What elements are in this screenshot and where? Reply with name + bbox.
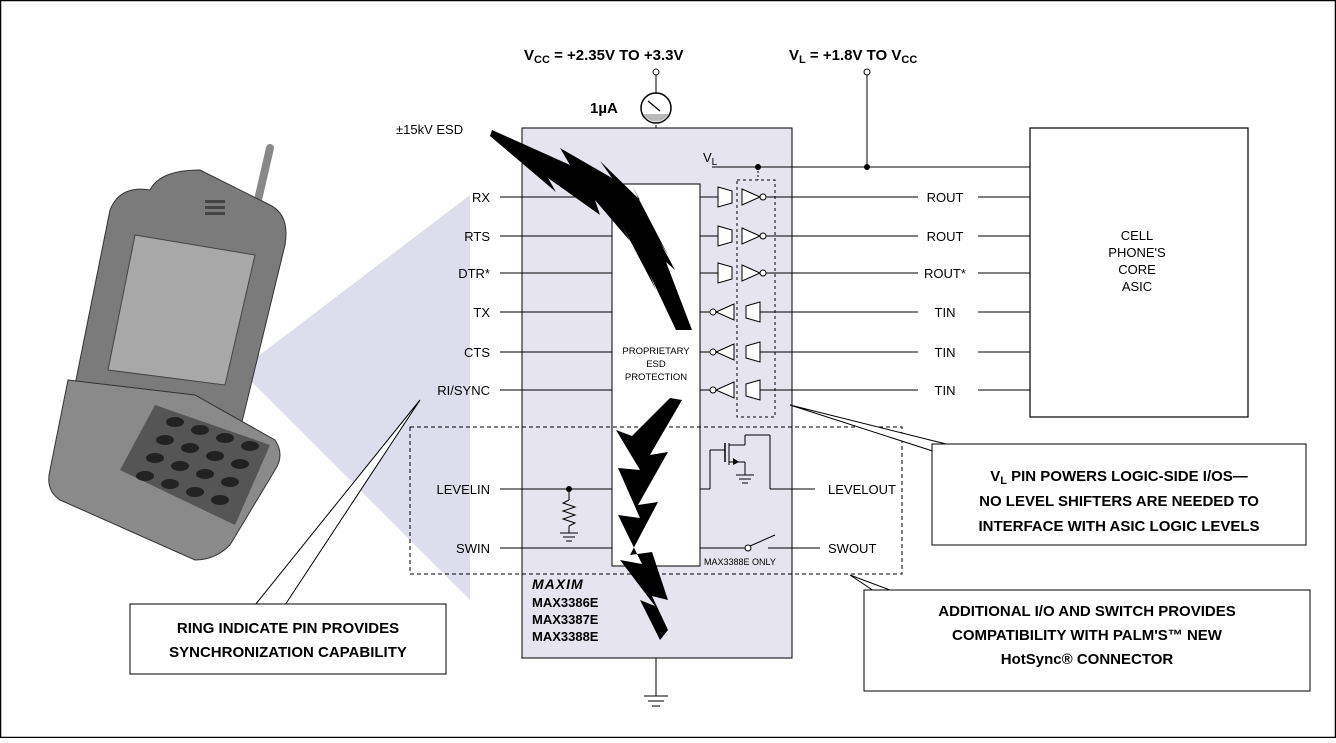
vl-pin-label: VL xyxy=(703,150,718,168)
callout-vl-line-1: VL PIN POWERS LOGIC-SIDE I/OS— xyxy=(990,468,1248,487)
logic-signal-3: ROUT* xyxy=(924,266,966,281)
vl-terminal xyxy=(863,68,871,76)
switch-note: MAX3388E ONLY xyxy=(704,557,776,567)
callout-ring-line-2: SYNCHRONIZATION CAPABILITY xyxy=(169,644,407,661)
driver-4 xyxy=(700,301,790,323)
part-number-1: MAX3386E xyxy=(532,595,599,610)
callout-ring-line-1: RING INDICATE PIN PROVIDES xyxy=(177,620,399,637)
transistor-icon xyxy=(700,434,771,490)
quiescent-current-label: 1µA xyxy=(590,100,618,117)
asic-box xyxy=(1029,127,1249,418)
ammeter-icon xyxy=(640,92,672,124)
driver-5 xyxy=(700,341,790,363)
right-pin-swout: SWOUT xyxy=(828,541,876,556)
vl-label: VL = +1.8V TO VCC xyxy=(789,47,917,66)
asic-line-2: PHONE'S xyxy=(1108,245,1166,260)
vl-driver-region xyxy=(736,179,776,418)
esd-protection-line-1: PROPRIETARY xyxy=(622,346,690,357)
left-pin-ri-sync: RI/SYNC xyxy=(437,383,490,398)
part-number-3: MAX3388E xyxy=(532,629,599,644)
asic-line-1: CELL xyxy=(1121,228,1154,243)
callout-additional-line-3: HotSync® CONNECTOR xyxy=(1001,651,1174,668)
right-pin-levelout: LEVELOUT xyxy=(828,482,896,497)
callout-additional-line-2: COMPATIBILITY WITH PALM'S™ NEW xyxy=(952,627,1223,644)
esd-rating-label: ±15kV ESD xyxy=(396,122,463,137)
logic-signal-5: TIN xyxy=(935,345,956,360)
ground-icon-chip xyxy=(644,658,668,707)
driver-1 xyxy=(700,186,790,208)
switch-icon xyxy=(500,534,820,552)
esd-protection-line-2: ESD xyxy=(646,359,666,370)
vcc-label: VCC = +2.35V TO +3.3V xyxy=(524,47,683,66)
logic-signal-4: TIN xyxy=(935,305,956,320)
asic-line-3: CORE xyxy=(1118,262,1156,277)
callout-additional-io: ADDITIONAL I/O AND SWITCH PROVIDES COMPA… xyxy=(849,574,1311,692)
esd-bolt-upper xyxy=(490,130,692,330)
vcc-terminal xyxy=(652,68,660,76)
callout-ring-indicate: RING INDICATE PIN PROVIDES SYNCHRONIZATI… xyxy=(129,399,447,675)
callout-vl-pin: VL PIN POWERS LOGIC-SIDE I/OS— NO LEVEL … xyxy=(789,404,1307,546)
asic-line-4: ASIC xyxy=(1122,279,1152,294)
left-pin-rts: RTS xyxy=(464,229,490,244)
callout-vl-line-2: NO LEVEL SHIFTERS ARE NEEDED TO xyxy=(979,493,1259,510)
maxim-logo: MAXIM xyxy=(532,576,584,592)
left-pin-cts: CTS xyxy=(464,345,490,360)
esd-bolt-lower xyxy=(616,398,682,640)
callout-additional-line-1: ADDITIONAL I/O AND SWITCH PROVIDES xyxy=(938,603,1236,620)
left-pin-dtr: DTR* xyxy=(458,266,490,281)
cell-phone-image xyxy=(48,144,287,561)
left-pin-levelin: LEVELIN xyxy=(437,482,490,497)
left-pin-rx: RX xyxy=(472,190,490,205)
part-number-2: MAX3387E xyxy=(532,612,599,627)
driver-6 xyxy=(700,379,790,401)
left-pin-tx: TX xyxy=(473,305,490,320)
esd-protection-line-3: PROTECTION xyxy=(625,372,687,383)
logic-signal-1: ROUT xyxy=(927,190,964,205)
driver-2 xyxy=(700,225,790,247)
driver-3 xyxy=(700,262,790,284)
ground-icon-levelin xyxy=(560,532,578,542)
logic-signal-6: TIN xyxy=(935,383,956,398)
logic-signal-2: ROUT xyxy=(927,229,964,244)
left-pin-swin: SWIN xyxy=(456,541,490,556)
callout-vl-line-3: INTERFACE WITH ASIC LOGIC LEVELS xyxy=(978,518,1259,535)
phone-beam xyxy=(240,195,470,600)
pulldown-resistor xyxy=(561,486,577,533)
